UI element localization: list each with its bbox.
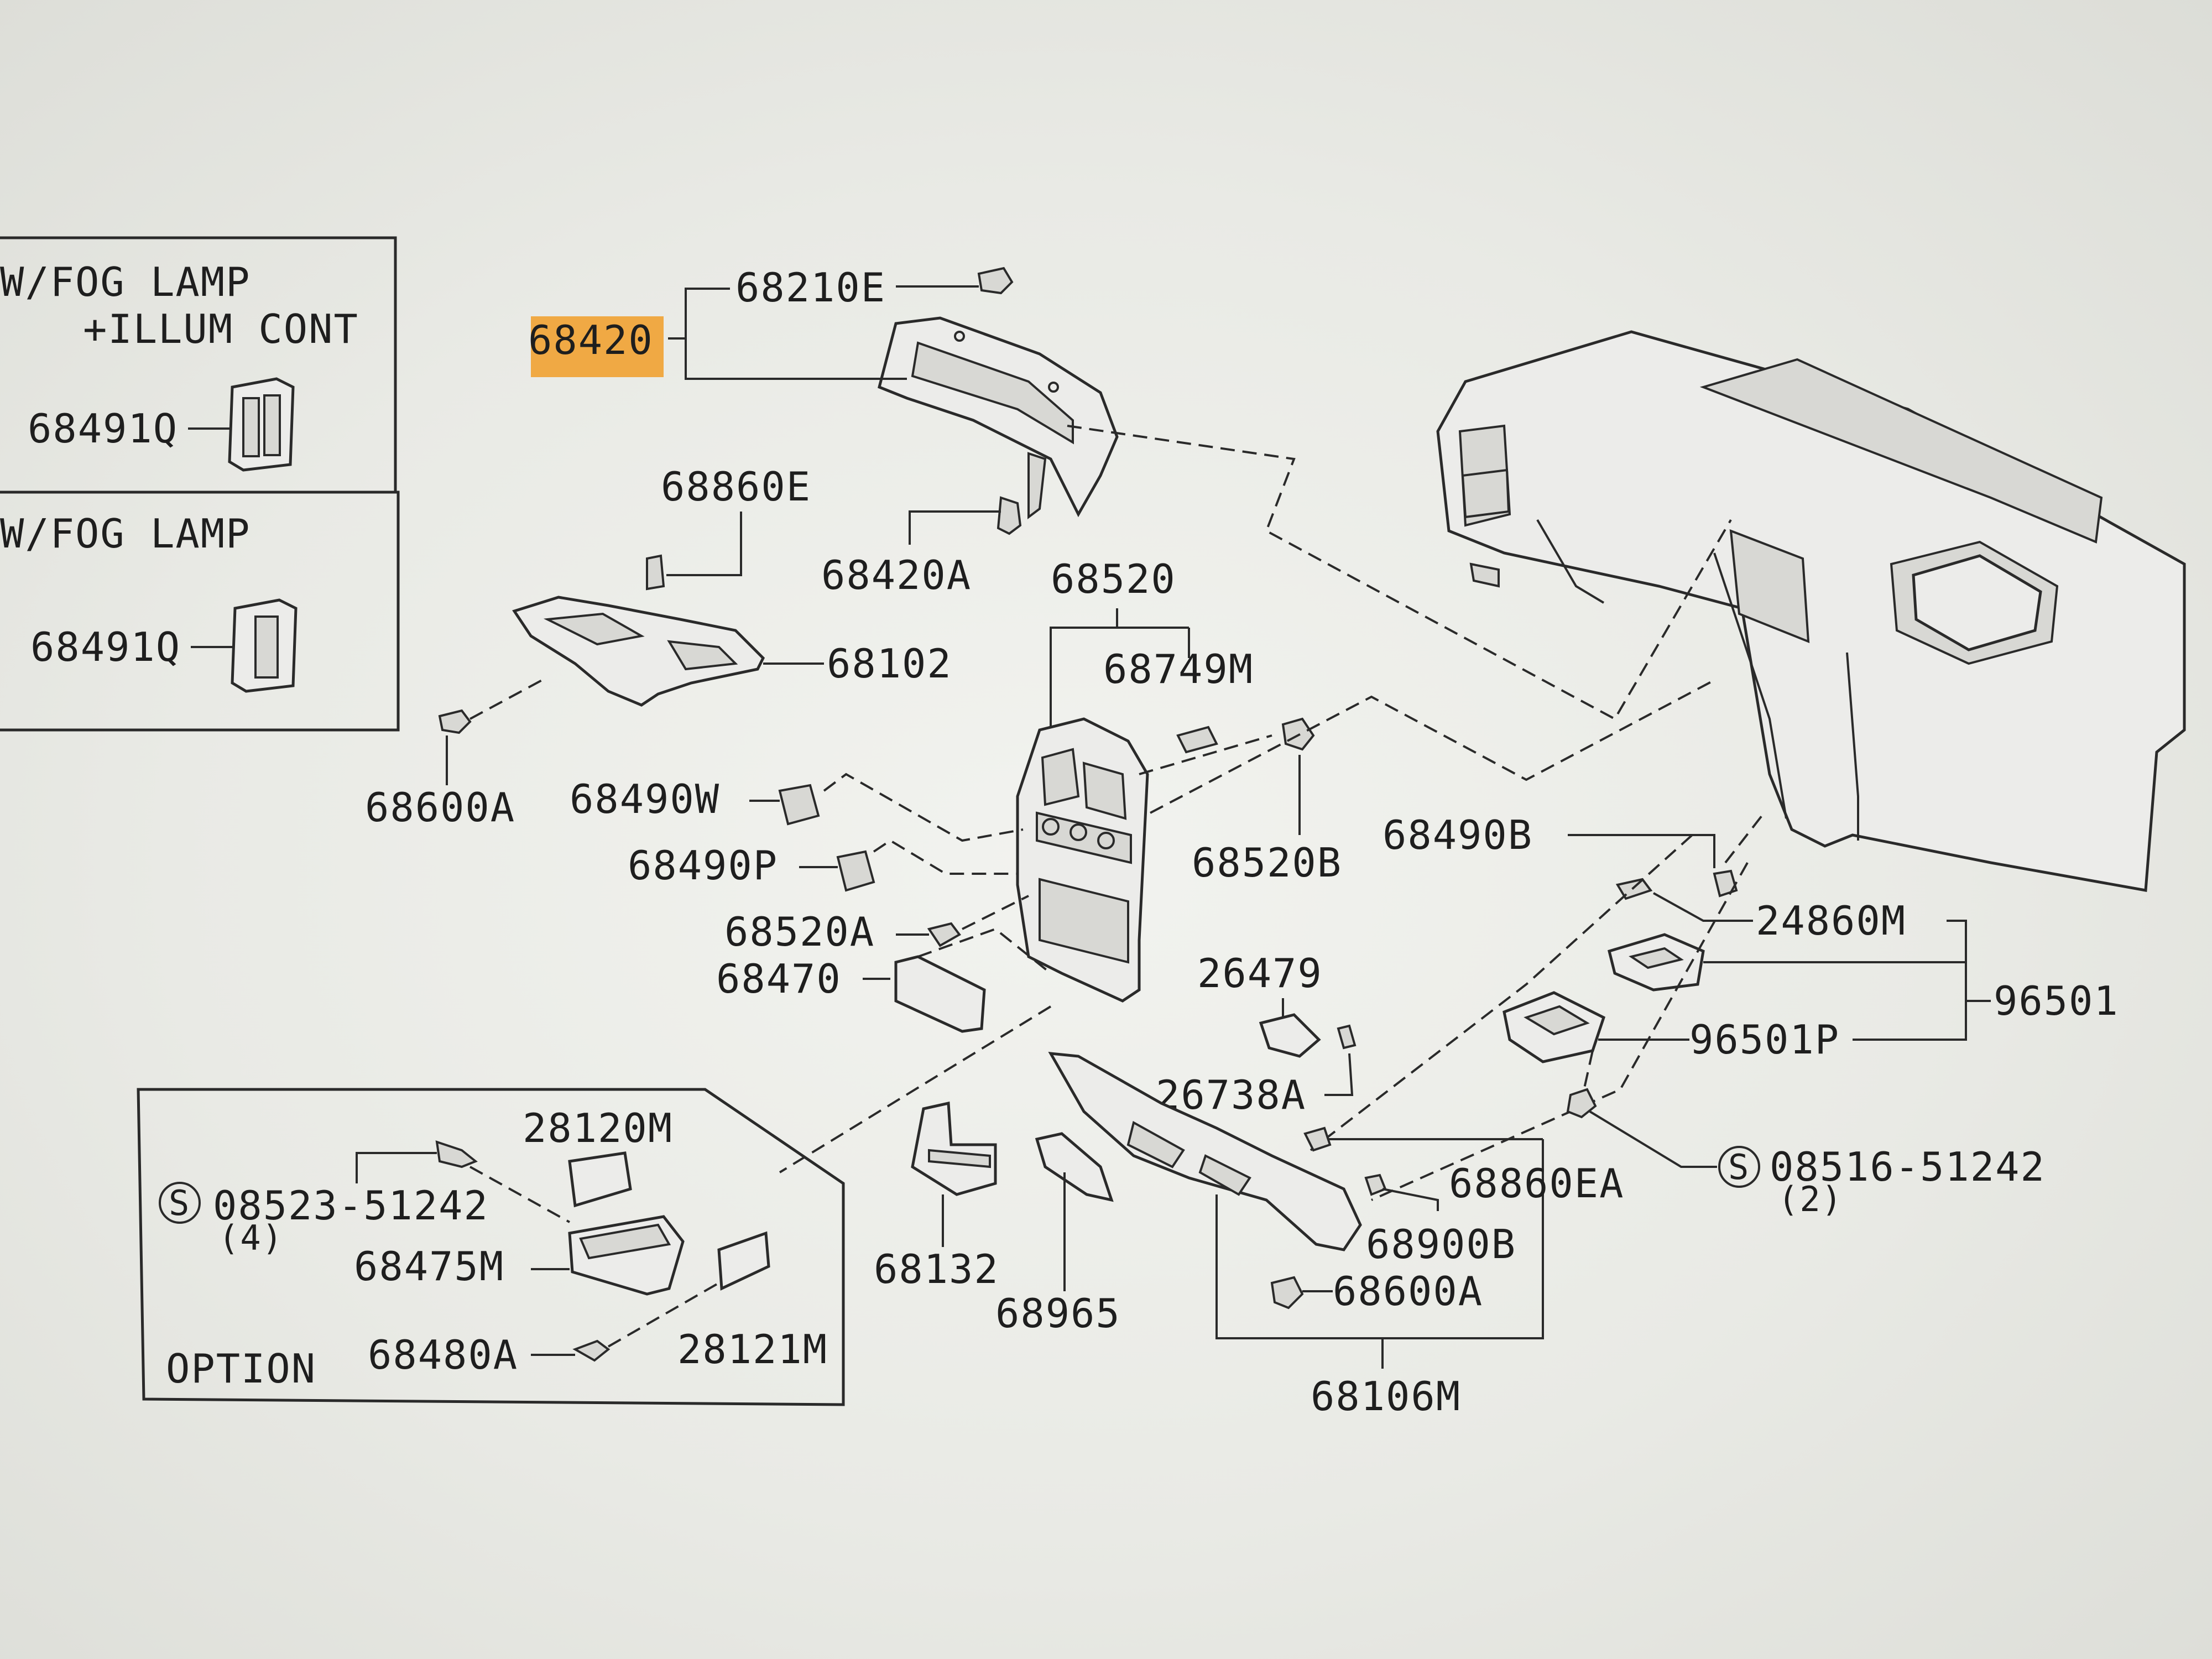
callout-68520[interactable]: 68520 — [1051, 556, 1176, 602]
callout-68475M: 68475M — [354, 1243, 504, 1290]
option-title: OPTION — [166, 1345, 316, 1392]
callout-68491Q-a: 68491Q — [28, 405, 178, 452]
callout-28121M: 28121M — [677, 1326, 828, 1373]
callout-68965[interactable]: 68965 — [995, 1290, 1121, 1337]
callout-68480A: 68480A — [368, 1332, 518, 1378]
callout-24860M[interactable]: 24860M — [1756, 898, 1906, 944]
callout-68900B[interactable]: 68900B — [1366, 1221, 1516, 1267]
inset-title-line2: +ILLUM CONT — [83, 306, 359, 352]
callout-68420[interactable]: 68420 — [528, 317, 654, 363]
callout-68600A-top[interactable]: 68600A — [365, 784, 515, 831]
inset-title-line1: W/FOG LAMP — [0, 259, 251, 305]
callout-68520B[interactable]: 68520B — [1192, 839, 1342, 886]
callout-68490P[interactable]: 68490P — [628, 842, 778, 889]
center-bezel-68520 — [1016, 717, 1149, 1003]
highlight-68420 — [531, 316, 664, 377]
callout-68106M[interactable]: 68106M — [1311, 1373, 1461, 1420]
trim-panel-68420 — [878, 267, 1119, 535]
inset-fog-lamp: W/FOG LAMP 68491Q — [0, 491, 400, 732]
switch-double-icon — [228, 377, 295, 472]
callout-68600A-bot[interactable]: 68600A — [1333, 1268, 1483, 1314]
callout-96501[interactable]: 96501 — [1994, 978, 2119, 1024]
callout-68490W[interactable]: 68490W — [570, 776, 720, 822]
callout-96501P[interactable]: 96501P — [1689, 1016, 1840, 1063]
callout-68420A[interactable]: 68420A — [821, 552, 972, 598]
callout-68491Q-b: 68491Q — [30, 624, 181, 670]
callout-68749M[interactable]: 68749M — [1103, 646, 1254, 692]
svg-text:S: S — [1728, 1147, 1750, 1187]
option-box: OPTION S 08523-51242 (4) 28120M 68475M 6… — [137, 1088, 845, 1406]
callout-68102[interactable]: 68102 — [827, 640, 952, 687]
bracket-68102 — [512, 596, 765, 707]
callout-08516-51242[interactable]: 08516-51242 — [1770, 1144, 2046, 1190]
callout-08523-51242: 08523-51242 — [213, 1182, 489, 1229]
dashboard-assembly — [1436, 330, 2186, 892]
callout-26479[interactable]: 26479 — [1197, 950, 1323, 997]
inset-mid-title: W/FOG LAMP — [0, 510, 251, 557]
callout-68132[interactable]: 68132 — [874, 1246, 999, 1292]
inset-fog-lamp-illum: W/FOG LAMP +ILLUM CONT 68491Q — [0, 236, 397, 494]
callout-68470[interactable]: 68470 — [716, 956, 842, 1002]
switch-single-icon — [231, 598, 298, 693]
callout-08523-qty: (4) — [218, 1218, 284, 1258]
callout-68490B[interactable]: 68490B — [1383, 812, 1533, 858]
screw-symbol-icon-2: S — [1718, 1146, 1760, 1188]
callout-68520A[interactable]: 68520A — [724, 909, 875, 955]
callout-26738A[interactable]: 26738A — [1156, 1072, 1306, 1118]
lower-panel-68106M — [1048, 1052, 1362, 1251]
callout-28120M: 28120M — [523, 1105, 673, 1151]
screw-symbol-icon: S — [159, 1182, 201, 1224]
callout-68860E[interactable]: 68860E — [661, 463, 811, 510]
callout-08516-qty: (2) — [1778, 1179, 1843, 1219]
callout-68860EA[interactable]: 68860EA — [1449, 1160, 1624, 1207]
callout-68210E[interactable]: 68210E — [735, 264, 886, 311]
svg-text:S: S — [169, 1183, 190, 1223]
